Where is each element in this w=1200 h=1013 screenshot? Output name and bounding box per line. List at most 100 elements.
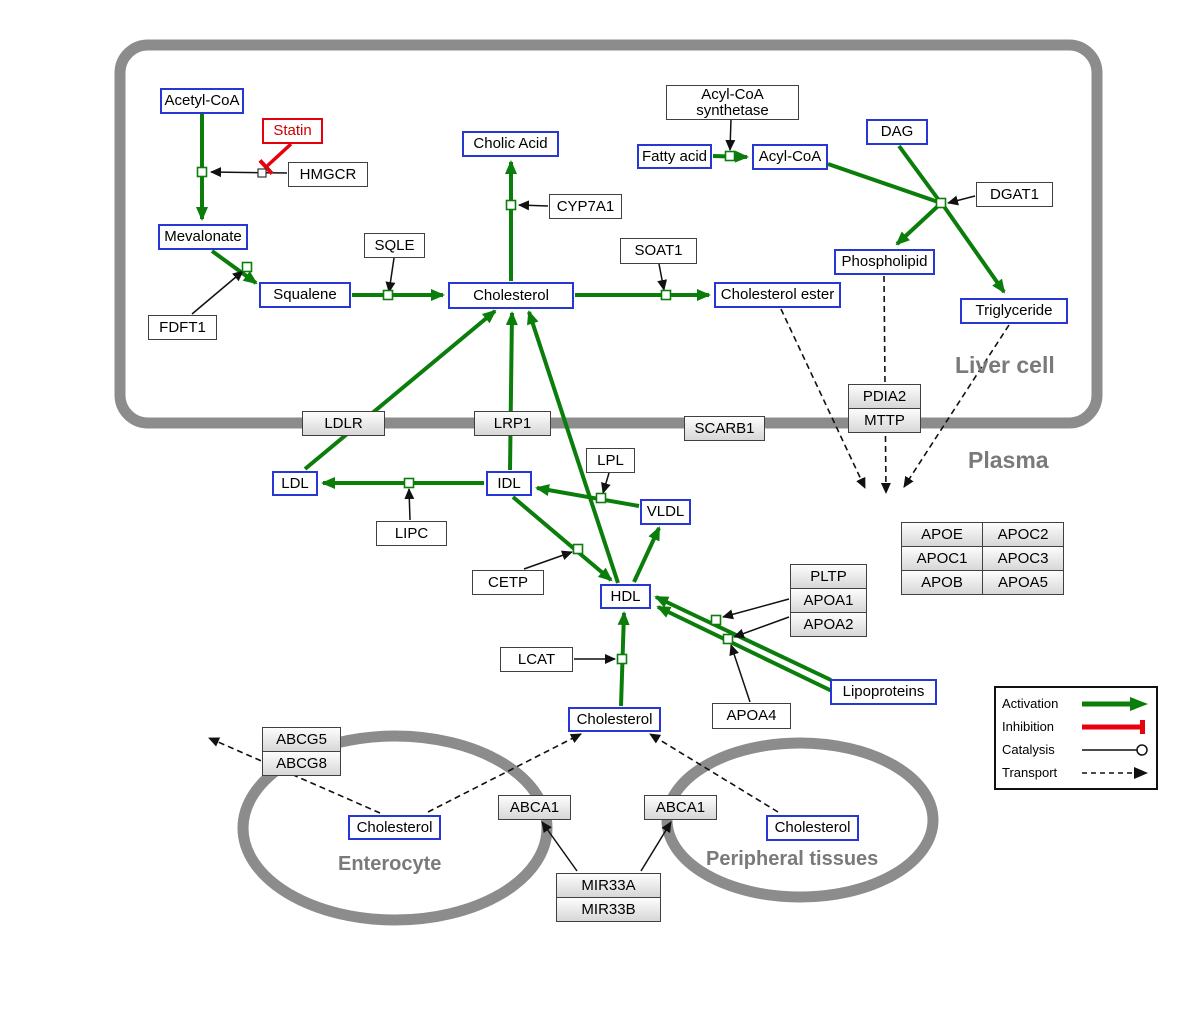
node-apoc1[interactable]: APOC1 [901,546,983,571]
transport-peripheral-cholesterol-to-plasma [649,733,779,813]
edge-vldl-to-idl [535,484,640,508]
plasma-label: Plasma [968,447,1049,473]
legend-transport-label: Transport [1002,765,1058,780]
node-cyp7a1[interactable]: CYP7A1 [549,194,622,219]
node-mir33a[interactable]: MIR33A [556,873,661,898]
node-apob[interactable]: APOB [901,570,983,595]
node-fdft1[interactable]: FDFT1 [148,315,217,340]
node-apoc3[interactable]: APOC3 [982,546,1064,571]
legend-catalysis-row: Catalysis [1002,740,1150,760]
node-dgat1[interactable]: DGAT1 [976,182,1053,207]
node-statin[interactable]: Statin [262,118,323,144]
liver-cell-compartment [114,39,1103,429]
node-cholesterol-enterocyte[interactable]: Cholesterol [348,815,441,840]
peripheral-tissues-compartment [661,737,939,903]
node-hmgcr[interactable]: HMGCR [288,162,368,187]
stack-abcg5-abcg8: ABCG5 ABCG8 [262,727,341,776]
inhibition-statin-on-hmgcr [258,142,293,175]
reaction-anchor-squares [196,150,947,665]
node-cholesterol-plasma[interactable]: Cholesterol [568,707,661,732]
node-fatty-acid[interactable]: Fatty acid [637,144,712,169]
catalysis-edges [191,118,976,872]
edge-lipoproteins-to-hdl-lower [656,605,835,694]
node-apoc2[interactable]: APOC2 [982,522,1064,547]
node-triglyceride[interactable]: Triglyceride [960,298,1068,324]
activation-arrow-icon [1082,696,1148,711]
catalysis-circle-icon [1082,743,1148,756]
stack-mir33: MIR33A MIR33B [556,873,661,922]
node-lipc[interactable]: LIPC [376,521,447,546]
transport-enterocyte-cholesterol-to-plasma [427,733,582,813]
catalysis-mir33-to-abca1-right [640,821,672,872]
node-mir33b[interactable]: MIR33B [556,897,661,922]
catalysis-pltp [722,598,790,620]
node-acetyl-coa[interactable]: Acetyl-CoA [160,88,244,114]
catalysis-lpl [601,472,611,494]
node-phospholipid[interactable]: Phospholipid [834,249,935,275]
catalysis-mir33-to-abca1-left [541,821,578,872]
node-ldl[interactable]: LDL [272,471,318,496]
legend-inhibition-row: Inhibition [1002,717,1150,737]
node-cholesterol-peripheral[interactable]: Cholesterol [766,815,859,841]
legend-activation-row: Activation [1002,694,1150,714]
node-squalene[interactable]: Squalene [259,282,351,308]
node-lpl[interactable]: LPL [586,448,635,473]
edge-ldl-to-cholesterol-via-ldlr [303,309,497,471]
node-cholic-acid[interactable]: Cholic Acid [462,131,559,157]
transport-cholesterol-ester-to-plasma [780,308,866,489]
edge-idl-to-hdl [511,495,613,582]
node-pltp[interactable]: PLTP [790,564,867,589]
node-dag[interactable]: DAG [866,119,928,145]
node-abcg5[interactable]: ABCG5 [262,727,341,752]
edge-hdl-to-vldl [632,526,661,583]
catalysis-cyp7a1 [518,200,549,211]
node-ldlr[interactable]: LDLR [302,411,385,436]
legend-catalysis-label: Catalysis [1002,742,1055,757]
inhibition-tbar-icon [1082,719,1145,734]
catalysis-dgat1 [947,195,976,206]
legend-inhibition-label: Inhibition [1002,719,1055,734]
node-apoa1[interactable]: APOA1 [790,588,867,613]
peripheral-tissues-label: Peripheral tissues [706,848,879,870]
node-lcat[interactable]: LCAT [500,647,573,672]
node-acyl-coa[interactable]: Acyl-CoA [752,144,828,170]
node-mttp[interactable]: MTTP [848,408,921,433]
node-lrp1[interactable]: LRP1 [474,411,551,436]
legend-activation-label: Activation [1002,696,1059,711]
node-abca1-peripheral[interactable]: ABCA1 [644,795,717,820]
node-apoa2[interactable]: APOA2 [790,612,867,637]
edge-idl-to-cholesterol-via-lrp1 [505,311,518,471]
node-abcg8[interactable]: ABCG8 [262,751,341,776]
node-scarb1[interactable]: SCARB1 [684,416,765,441]
node-cholesterol-ester[interactable]: Cholesterol ester [714,282,841,308]
catalysis-hmgcr [210,167,288,178]
legend: Activation Inhibition Catalysis Transpor… [994,686,1158,790]
edge-dag-to-dgat1-junction [897,144,940,201]
node-apoa5[interactable]: APOA5 [982,570,1064,595]
node-cholesterol-liver[interactable]: Cholesterol [448,282,574,309]
legend-transport-row: Transport [1002,763,1150,783]
edge-mevalonate-to-squalene [210,249,258,285]
node-abca1-enterocyte[interactable]: ABCA1 [498,795,571,820]
node-apoe[interactable]: APOE [901,522,983,547]
node-soat1[interactable]: SOAT1 [620,238,697,264]
catalysis-apoa4 [729,644,751,703]
node-vldl[interactable]: VLDL [640,499,691,525]
node-sqle[interactable]: SQLE [364,233,425,258]
node-lipoproteins[interactable]: Lipoproteins [830,679,937,705]
edge-acylcoa-to-dgat1-junction [827,162,942,205]
node-mevalonate[interactable]: Mevalonate [158,224,248,250]
edge-lipoproteins-to-hdl-upper [654,595,832,682]
node-idl[interactable]: IDL [486,471,532,496]
transport-edges [208,275,1010,814]
node-cetp[interactable]: CETP [472,570,544,595]
stack-pltp-apoa1-apoa2: PLTP APOA1 APOA2 [790,564,867,637]
edge-junction-to-phospholipid [895,204,940,246]
node-apoa4[interactable]: APOA4 [712,703,791,729]
node-acyl-coa-synthetase[interactable]: Acyl-CoA synthetase [666,85,799,120]
catalysis-lipc [404,488,415,521]
apolipoprotein-table: APOE APOC2 APOC1 APOC3 APOB APOA5 [901,522,1064,595]
node-hdl[interactable]: HDL [600,584,651,609]
edge-hdl-to-cholesterol [527,310,620,584]
node-pdia2[interactable]: PDIA2 [848,384,921,409]
